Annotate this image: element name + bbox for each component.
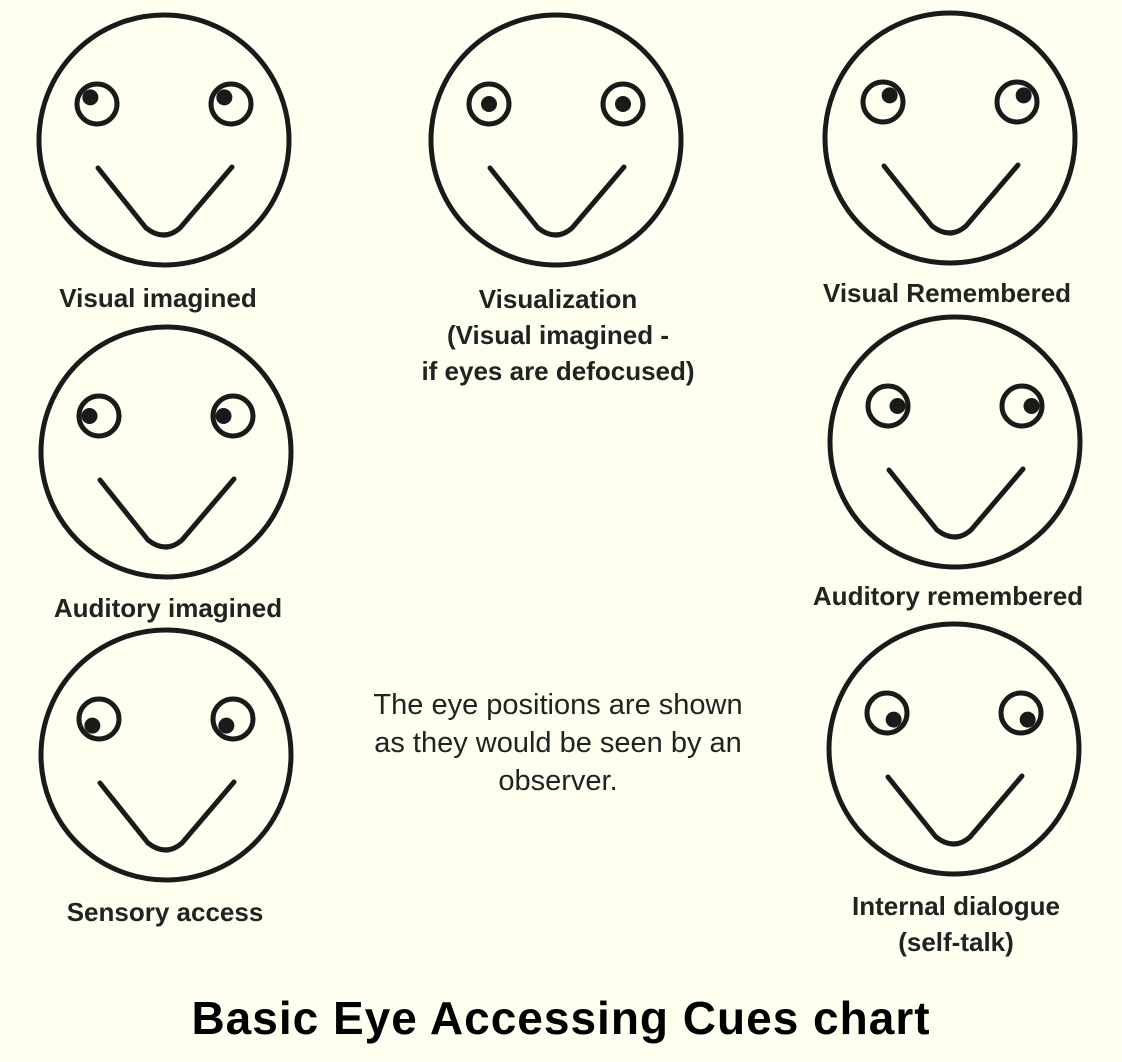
left-eye xyxy=(74,81,120,127)
left-eye xyxy=(864,690,910,736)
pupil xyxy=(1023,398,1040,414)
label-visual-remembered: Visual Remembered xyxy=(822,278,1072,308)
right-eye xyxy=(210,393,256,439)
right-eye xyxy=(210,696,256,742)
label-visual-imagined: Visual imagined xyxy=(59,283,257,313)
left-eye xyxy=(76,393,122,439)
pupil xyxy=(889,398,906,414)
face-outline xyxy=(827,314,1083,570)
left-eye xyxy=(860,79,906,125)
label-auditory-remembered: Auditory remembered xyxy=(812,581,1084,611)
right-eye xyxy=(994,79,1040,125)
left-eye xyxy=(865,383,911,429)
face-sensory-access xyxy=(38,627,294,883)
right-eye xyxy=(208,81,254,127)
face-outline xyxy=(428,12,684,268)
face-outline xyxy=(822,10,1078,266)
face-outline xyxy=(36,12,292,268)
smile xyxy=(95,164,235,238)
pupil xyxy=(216,89,233,106)
face-visualization xyxy=(428,12,684,268)
pupil xyxy=(1019,711,1036,728)
smile xyxy=(881,162,1021,236)
face-outline xyxy=(826,621,1082,877)
pupil xyxy=(215,408,232,424)
face-outline xyxy=(38,324,294,580)
pupil xyxy=(218,717,235,734)
pupil xyxy=(615,96,631,112)
face-outline xyxy=(38,627,294,883)
smile xyxy=(97,779,237,853)
label-internal-dialogue: Internal dialogue (self-talk) xyxy=(851,891,1061,957)
smile xyxy=(97,476,237,550)
label-auditory-imagined: Auditory imagined xyxy=(53,593,283,623)
right-eye xyxy=(998,690,1044,736)
label-sensory-access: Sensory access xyxy=(66,897,264,927)
observer-note: The eye positions are shown as they woul… xyxy=(373,689,743,797)
chart-title: Basic Eye Accessing Cues chart xyxy=(191,992,931,1044)
smile xyxy=(885,773,1025,847)
pupil xyxy=(881,87,898,104)
pupil xyxy=(81,408,98,424)
face-visual-imagined xyxy=(36,12,292,268)
smile xyxy=(886,466,1026,540)
face-auditory-imagined xyxy=(38,324,294,580)
face-internal-dialogue xyxy=(826,621,1082,877)
pupil xyxy=(1015,87,1032,104)
pupil xyxy=(885,711,902,728)
pupil xyxy=(82,89,99,106)
right-eye xyxy=(999,383,1045,429)
pupil xyxy=(481,96,497,112)
smile xyxy=(487,164,627,238)
pupil xyxy=(84,717,101,734)
face-auditory-remembered xyxy=(827,314,1083,570)
face-visual-remembered xyxy=(822,10,1078,266)
label-visualization: Visualization (Visual imagined - if eyes… xyxy=(421,284,695,386)
left-eye xyxy=(76,696,122,742)
